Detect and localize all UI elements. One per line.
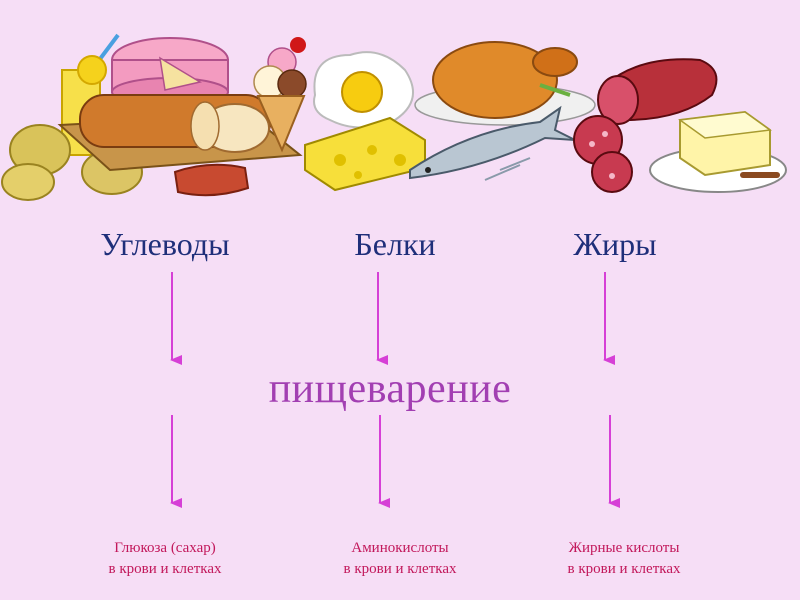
product-glucose-line1: Глюкоза (сахар) xyxy=(109,538,222,559)
digestion-label: пищеварение xyxy=(269,365,512,413)
product-glucose: Глюкоза (сахар) в крови и клетках xyxy=(109,538,222,580)
product-amino-acids-line1: Аминокислоты xyxy=(344,538,457,559)
product-amino-acids-line2: в крови и клетках xyxy=(344,559,457,580)
product-glucose-line2: в крови и клетках xyxy=(109,559,222,580)
product-fatty-acids-line1: Жирные кислоты xyxy=(568,538,681,559)
product-fatty-acids: Жирные кислоты в крови и клетках xyxy=(568,538,681,580)
product-amino-acids: Аминокислоты в крови и клетках xyxy=(344,538,457,580)
product-fatty-acids-line2: в крови и клетках xyxy=(568,559,681,580)
